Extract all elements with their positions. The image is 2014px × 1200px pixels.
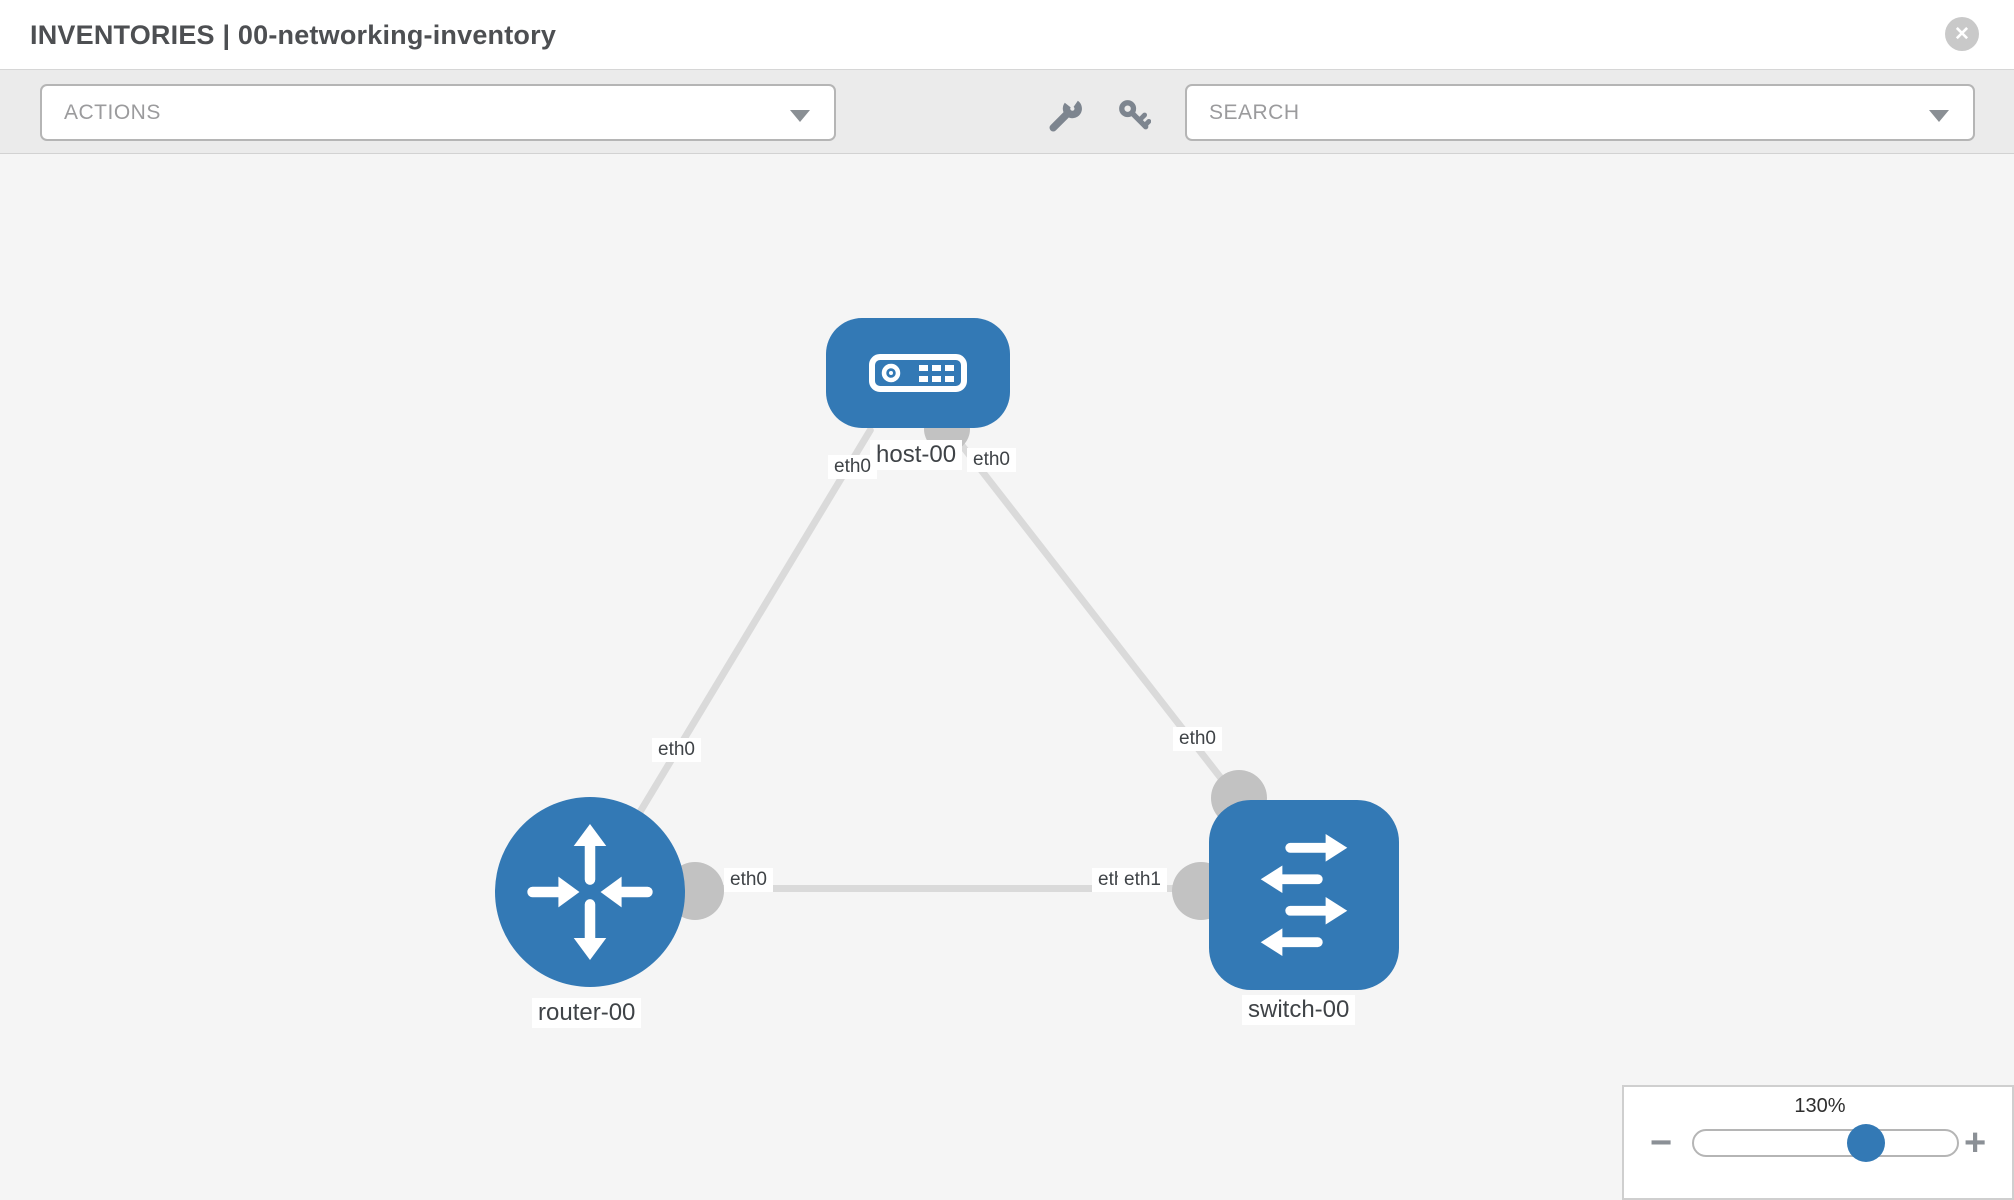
interface-label-switch-eth1: eth1 — [1118, 868, 1167, 892]
chevron-down-icon — [1929, 110, 1949, 122]
search-dropdown[interactable]: SEARCH — [1185, 84, 1975, 141]
interface-label-switch-uplink-eth0: eth0 — [1173, 727, 1222, 751]
node-label-router-00: router-00 — [532, 998, 642, 1028]
close-button[interactable]: ✕ — [1945, 17, 1979, 51]
page-title: INVENTORIES | 00-networking-inventory — [30, 20, 557, 50]
interface-label-host-eth0-right: eth0 — [967, 448, 1016, 472]
node-label-switch-00: switch-00 — [1242, 995, 1356, 1025]
interface-label-router-eth0: eth0 — [724, 868, 773, 892]
node-router-00[interactable] — [495, 797, 685, 987]
node-switch-00[interactable] — [1209, 800, 1399, 990]
interface-label-router-uplink-eth0: eth0 — [652, 738, 701, 762]
zoom-control-panel: 130% − + — [1622, 1085, 2014, 1200]
close-icon: ✕ — [1954, 23, 1970, 45]
node-host-00[interactable] — [826, 318, 1010, 428]
modal-header: INVENTORIES | 00-networking-inventory ✕ — [0, 0, 2014, 70]
wrench-icon — [1049, 99, 1082, 132]
zoom-value: 130% — [1794, 1095, 1846, 1117]
key-icon — [1119, 100, 1152, 130]
actions-dropdown[interactable]: ACTIONS — [40, 84, 836, 141]
zoom-out-button[interactable]: − — [1650, 1122, 1673, 1164]
actions-dropdown-label: ACTIONS — [64, 100, 161, 124]
switch-arrows-icon — [1260, 834, 1348, 956]
toolbar: ACTIONS SEARCH — [0, 70, 2014, 154]
key-button[interactable] — [1117, 98, 1152, 132]
search-dropdown-label: SEARCH — [1209, 100, 1300, 124]
server-icon — [869, 354, 967, 392]
node-label-host-00: host-00 — [870, 440, 963, 470]
router-arrows-icon — [527, 824, 653, 960]
wrench-button[interactable] — [1049, 98, 1083, 132]
topology-canvas[interactable]: host-00 router-00 switch-00 eth0 eth0 et… — [0, 154, 2014, 1200]
link-router-switch — [592, 885, 1205, 892]
zoom-in-button[interactable]: + — [1964, 1122, 1987, 1164]
zoom-slider-thumb[interactable] — [1847, 1124, 1885, 1162]
chevron-down-icon — [790, 110, 810, 122]
zoom-slider[interactable] — [1692, 1124, 1959, 1162]
interface-label-host-eth0-left: eth0 — [828, 455, 877, 479]
